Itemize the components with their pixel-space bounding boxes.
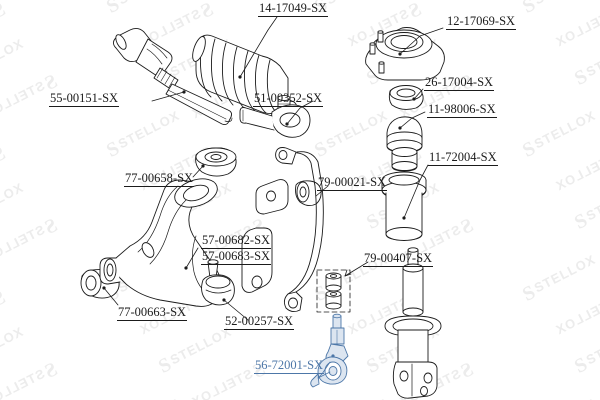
part-label-control-arm-right[interactable]: 57-00683-SX	[201, 249, 272, 265]
part-label-dust-cover[interactable]: 11-72004-SX	[428, 150, 498, 166]
part-label-ball-joint[interactable]: 52-00257-SX	[224, 314, 295, 330]
part-control-arm-bush-front	[192, 147, 237, 178]
part-control-arm-bush-rear	[80, 269, 120, 306]
part-control-arm	[99, 178, 221, 307]
part-strut-bearing	[388, 85, 424, 110]
part-strut-mount	[365, 27, 445, 81]
part-stabilizer-link-bush-kit	[316, 261, 369, 313]
part-label-control-arm-bush-rear[interactable]: 77-00663-SX	[117, 305, 188, 321]
part-label-strut-mount[interactable]: 12-17069-SX	[446, 14, 517, 30]
part-dust-cover	[381, 164, 429, 241]
part-inner-tie-rod	[113, 27, 233, 126]
part-outer-tie-rod-end	[239, 94, 314, 138]
part-stabilizer-bracket	[255, 179, 289, 215]
part-label-inner-tie-rod[interactable]: 55-00151-SX	[49, 91, 120, 107]
part-label-control-arm-bush-front[interactable]: 77-00658-SX	[124, 171, 195, 187]
part-label-stabilizer-link[interactable]: 56-72001-SX	[254, 358, 325, 374]
part-label-stabilizer-link-bush-kit[interactable]: 79-00407-SX	[363, 251, 434, 267]
part-label-steering-rack-boot[interactable]: 14-17049-SX	[258, 1, 329, 17]
part-stabilizer-bar	[275, 147, 324, 313]
part-label-outer-tie-rod-end[interactable]: 51-00352-SX	[253, 91, 324, 107]
part-label-bump-stop[interactable]: 11-98006-SX	[427, 102, 497, 118]
part-ball-joint	[201, 259, 249, 321]
part-stabilizer-link	[310, 313, 349, 388]
part-shock-absorber-strut	[384, 247, 442, 399]
part-label-stabilizer-bar-bush[interactable]: 79-00021-SX	[317, 175, 388, 191]
part-label-strut-bearing[interactable]: 26-17004-SX	[424, 75, 495, 91]
part-label-control-arm-left[interactable]: 57-00682-SX	[201, 233, 272, 249]
part-bump-stop	[386, 111, 426, 172]
part-bracket-fragment	[241, 227, 273, 293]
